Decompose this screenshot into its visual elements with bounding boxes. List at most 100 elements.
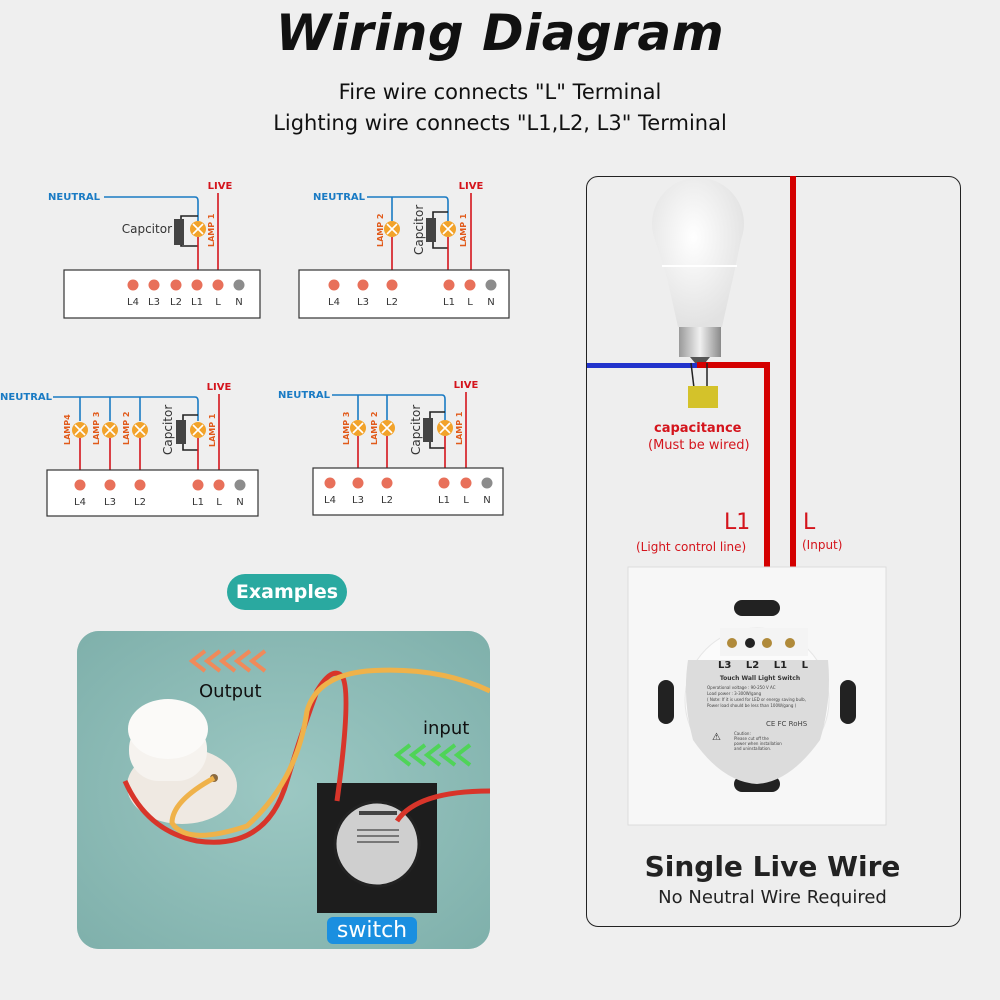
live-label: LIVE [454, 380, 479, 391]
lamp-icon [384, 221, 400, 237]
terminal-label-l3: L3 [357, 297, 369, 308]
input-arrows-icon [393, 743, 472, 767]
lamp-icon [379, 420, 395, 436]
switch-badge: switch [327, 917, 417, 944]
lamp-label: LAMP 1 [208, 413, 217, 447]
switch-specs: Operational voltage : 90-250 V AC Load p… [707, 685, 817, 709]
l1-label: L1 [724, 510, 751, 535]
spec-line: Operational voltage : 90-250 V AC [707, 685, 776, 690]
switch-product-title: Touch Wall Light Switch [719, 675, 801, 682]
page-title: Wiring Diagram [275, 4, 725, 62]
lamp-icon [132, 422, 148, 438]
terminal-label-n: N [235, 297, 242, 308]
capacitor-label: Capcitor [409, 405, 423, 455]
terminal-label-l3: L3 [104, 497, 116, 508]
capacitor-icon [174, 219, 184, 245]
switch-terminal-block [312, 467, 504, 516]
certifications: CE FC RoHS [766, 720, 808, 728]
instruction-line-1: Fire wire connects "L" Terminal [338, 80, 662, 104]
wiring-diagram-1-gang: NEUTRAL LIVE Capcitor LAMP 1 L4 L3 L2 L1… [48, 175, 270, 320]
terminal-label-l: L [467, 297, 473, 308]
wiring-diagram-2-gang: NEUTRAL LIVE Capcitor LAMP 2 LAMP 1 L4 L… [295, 175, 515, 320]
terminal-label-l1: L1 [192, 497, 204, 508]
spec-line: ( Note: If it is used for LED or energy … [707, 697, 806, 702]
lamp-icon [350, 420, 366, 436]
terminal-label-l3: L3 [148, 297, 160, 308]
neutral-label: NEUTRAL [48, 192, 101, 203]
spec-line: Power load should be less than 100W/gang… [707, 703, 797, 708]
switch-terminal-l3: L3 [718, 660, 732, 671]
terminal-label-l4: L4 [127, 297, 139, 308]
terminal-label-l: L [463, 495, 469, 506]
switch-terminal-l1: L1 [773, 660, 788, 671]
terminal-label-n: N [487, 297, 494, 308]
lamp-icon [440, 221, 456, 237]
warning-icon: ⚠ [712, 732, 721, 743]
lamp-label: LAMP 3 [92, 412, 101, 445]
terminal-label-l1: L1 [443, 297, 455, 308]
capacitance-note: (Must be wired) [648, 438, 750, 453]
switch-terminal-block [46, 469, 259, 517]
terminal-label-l4: L4 [74, 497, 86, 508]
switch-terminal-l2: L2 [745, 660, 760, 671]
capacitor-label: Capcitor [161, 405, 175, 455]
wiring-diagram-4-gang: NEUTRAL LIVE Capcitor LAMP4 LAMP 3 LAMP … [0, 375, 265, 520]
wiring-diagram-3-gang: NEUTRAL LIVE Capcitor LAMP 3 LAMP 2 LAMP… [278, 375, 505, 520]
capacitor-label: Capcitor [412, 205, 426, 255]
switch-terminal-l: L [801, 660, 808, 671]
terminal-label-l1: L1 [438, 495, 450, 506]
switch-photo-icon [317, 783, 437, 913]
lamp-icon [190, 422, 206, 438]
terminal-label-n: N [236, 497, 243, 508]
caution-line: Caution: [734, 731, 751, 736]
neutral-label: NEUTRAL [313, 192, 366, 203]
lamp-label: LAMP 2 [122, 412, 131, 445]
spec-line: Load power : 3-300W/gang [707, 691, 762, 696]
lamp-label: LAMP 1 [459, 213, 468, 247]
terminals [127, 279, 245, 291]
output-label: Output [199, 681, 262, 702]
switch-terminal-labels: L3 L2 L1 L [718, 660, 808, 671]
capacitor-icon [423, 418, 433, 442]
live-label: LIVE [207, 382, 232, 393]
switch-terminal-block [298, 269, 510, 319]
panel-subtitle: No Neutral Wire Required [658, 887, 887, 908]
lamp-holder-icon [127, 699, 237, 824]
lamp-label: LAMP 2 [376, 214, 385, 247]
lamp-icon [102, 422, 118, 438]
terminal-label-l3: L3 [352, 495, 364, 506]
lamp-label: LAMP 1 [455, 411, 464, 445]
caution-line: Please cut off the [734, 736, 769, 741]
terminal-label-l4: L4 [328, 297, 340, 308]
capacitor-icon [176, 420, 186, 444]
lamp-label: LAMP 3 [342, 412, 351, 445]
terminal-label-l1: L1 [191, 297, 203, 308]
switch-terminal-block [63, 269, 261, 319]
instruction-line-2: Lighting wire connects "L1,L2, L3" Termi… [273, 111, 727, 135]
lamp-label: LAMP 1 [207, 213, 216, 247]
neutral-wire [194, 196, 199, 221]
terminal-label-l: L [216, 497, 222, 508]
caution-line: power when installation [734, 741, 782, 746]
example-photo: Output input [77, 631, 490, 949]
lamp-label: LAMP4 [63, 414, 72, 445]
neutral-label: NEUTRAL [0, 392, 53, 403]
live-label: LIVE [208, 181, 233, 192]
examples-badge: Examples [227, 574, 347, 610]
lamp-icon [72, 422, 88, 438]
live-label: LIVE [459, 181, 484, 192]
panel-title: Single Live Wire [644, 850, 901, 883]
l-label: L [803, 510, 816, 535]
lamp-icon [190, 221, 206, 237]
terminal-label-n: N [483, 495, 490, 506]
caution-line: and uninstallation. [734, 746, 772, 751]
lamp-label: LAMP 2 [370, 412, 379, 445]
neutral-label: NEUTRAL [278, 390, 331, 401]
input-label: input [423, 718, 470, 739]
output-arrows-icon [188, 649, 267, 673]
terminal-label-l2: L2 [381, 495, 393, 506]
terminal-label-l4: L4 [324, 495, 336, 506]
terminal-label-l: L [215, 297, 221, 308]
capacitor-icon [426, 218, 436, 242]
terminal-label-l2: L2 [386, 297, 398, 308]
